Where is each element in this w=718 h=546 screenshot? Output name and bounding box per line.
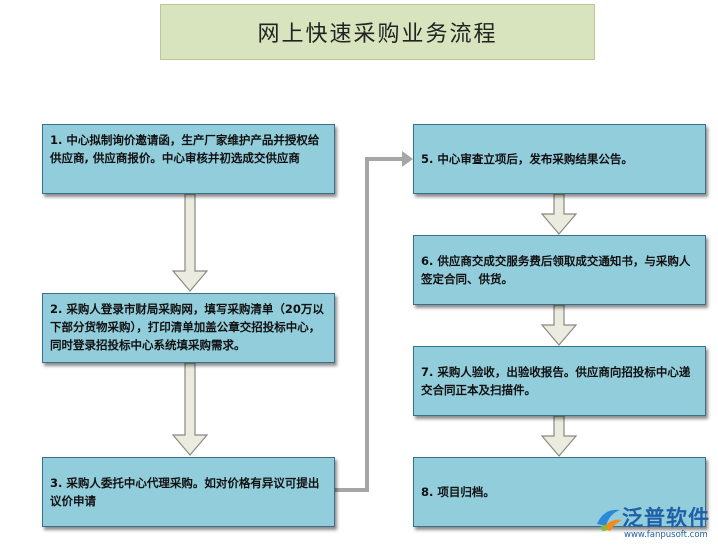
arrow-down-7-8: [540, 415, 578, 457]
brand-logo: 泛普软件 www.fanpusoft.com: [594, 501, 718, 546]
logo-mark-icon: [597, 509, 622, 531]
step-5-box: 5. 中心审查立项后，发布采购结果公告。: [413, 124, 706, 194]
arrow-down-2-3: [171, 362, 209, 456]
connector-3-to-5: [335, 157, 404, 492]
step-1-box: 1. 中心拟制询价邀请函，生产厂家维护产品并授权给供应商, 供应商报价。中心审核…: [42, 124, 335, 194]
step-3-box: 3. 采购人委托中心代理采购。如对价格有异议可提出议价申请: [42, 457, 335, 527]
arrow-down-1-2: [171, 193, 209, 292]
logo-name: 泛普软件: [622, 506, 710, 530]
step-8-box: 8. 项目归档。: [413, 457, 706, 527]
arrow-down-6-7: [540, 304, 578, 346]
step-2-box: 2. 采购人登录市财局采购网，填写采购清单（20万以下部分货物采购），打印清单加…: [42, 293, 335, 363]
page-title: 网上快速采购业务流程: [160, 4, 595, 60]
logo-url: www.fanpusoft.com: [624, 530, 708, 540]
step-6-box: 6. 供应商交成交服务费后领取成交通知书，与采购人签定合同、供货。: [413, 235, 706, 305]
arrow-down-5-6: [540, 193, 578, 235]
step-7-box: 7. 采购人验收，出验收报告。供应商向招投标中心递交合同正本及扫描件。: [413, 346, 706, 416]
connector-arrowhead: [402, 151, 413, 167]
